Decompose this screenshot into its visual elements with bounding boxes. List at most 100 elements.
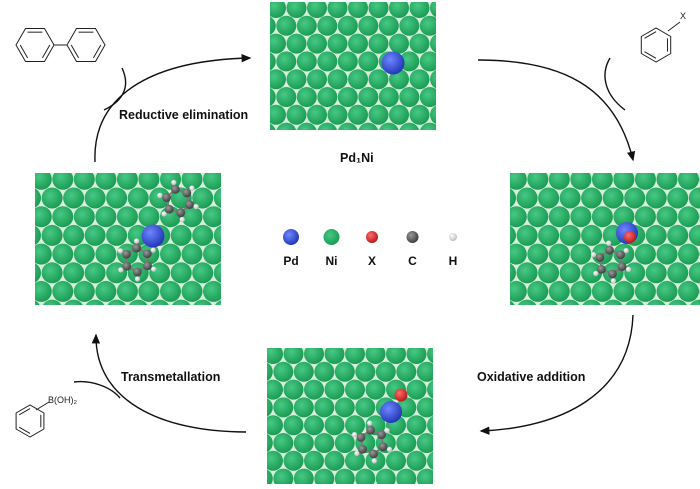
h-atom bbox=[133, 238, 140, 244]
c-atom bbox=[143, 261, 152, 271]
ni-atom bbox=[276, 87, 297, 107]
ni-atom bbox=[304, 379, 324, 400]
ni-atom bbox=[327, 2, 348, 18]
ni-atom bbox=[559, 262, 581, 284]
ni-atom bbox=[276, 122, 296, 130]
double-bond bbox=[644, 51, 657, 59]
ni-atom bbox=[539, 299, 558, 305]
ni-atom bbox=[324, 379, 345, 400]
ni-atom bbox=[345, 450, 365, 471]
ni-atom bbox=[591, 173, 613, 190]
ni-atom bbox=[365, 348, 386, 364]
ni-atom bbox=[95, 173, 117, 190]
oxidative-addition-surface-panel bbox=[484, 173, 700, 305]
c-atom bbox=[170, 184, 180, 194]
ni-atom bbox=[527, 173, 549, 190]
c-atom bbox=[378, 442, 388, 452]
ni-atom bbox=[348, 69, 368, 90]
h-atom bbox=[150, 247, 156, 253]
ni-atom bbox=[181, 206, 203, 228]
ni-atom bbox=[613, 173, 635, 190]
ni-atom bbox=[348, 104, 368, 125]
ni-atom bbox=[355, 361, 376, 382]
ni-atom bbox=[538, 224, 560, 246]
ni-atom bbox=[293, 468, 314, 484]
ni-atom bbox=[419, 51, 436, 72]
ni-atom bbox=[160, 243, 181, 265]
ni-atom bbox=[389, 2, 409, 18]
ni-atom bbox=[548, 280, 570, 302]
ni-atom bbox=[296, 51, 317, 72]
ni-atom bbox=[419, 15, 436, 36]
ni-atom bbox=[582, 299, 601, 305]
ni-atom bbox=[365, 379, 386, 400]
ni-atom bbox=[203, 206, 221, 228]
transmetallation-surface-panel bbox=[267, 348, 433, 484]
ni-atom bbox=[516, 224, 538, 246]
ni-atom bbox=[314, 397, 335, 418]
ni-atom bbox=[378, 87, 399, 107]
ni-atom bbox=[345, 379, 365, 400]
ni-atom bbox=[375, 468, 396, 484]
ni-atom bbox=[276, 51, 297, 72]
ni-atom bbox=[548, 173, 570, 190]
double-bond bbox=[19, 44, 29, 59]
ni-atom bbox=[85, 299, 105, 305]
h-atom bbox=[606, 240, 612, 246]
ni-atom bbox=[427, 416, 433, 435]
ni-atom bbox=[678, 206, 699, 228]
c-atom bbox=[162, 193, 171, 202]
ni-atom bbox=[63, 187, 85, 209]
ni-atom bbox=[484, 244, 505, 265]
ni-atom bbox=[283, 415, 304, 436]
c-atom bbox=[142, 249, 152, 259]
ni-atom bbox=[314, 468, 335, 484]
ni-atom bbox=[409, 33, 430, 54]
legend-swatch-c bbox=[406, 231, 419, 243]
ni-atom bbox=[73, 243, 95, 265]
pd-single-atom bbox=[381, 51, 405, 75]
ni-atom bbox=[548, 243, 570, 265]
ni-atom bbox=[337, 87, 358, 107]
ni-atom bbox=[304, 348, 324, 364]
h-atom bbox=[151, 266, 157, 272]
ni-atom bbox=[73, 206, 95, 228]
h-atom bbox=[118, 267, 124, 273]
transmetallation-label: Transmetallation bbox=[121, 370, 220, 384]
ni-atom bbox=[324, 348, 345, 364]
ni-atom bbox=[41, 224, 63, 246]
ni-atom bbox=[41, 262, 63, 284]
c-atom bbox=[132, 267, 142, 277]
aryl-halide-ring bbox=[640, 27, 672, 63]
ni-atom bbox=[286, 2, 307, 18]
ni-atom bbox=[517, 299, 537, 305]
ni-atom bbox=[570, 243, 592, 265]
aryl-halide-substituent: X bbox=[680, 11, 686, 21]
ni-atom bbox=[645, 262, 667, 284]
ni-atom bbox=[409, 104, 430, 125]
c-atom bbox=[358, 444, 367, 454]
ni-atom bbox=[484, 206, 505, 227]
ni-atom bbox=[267, 379, 283, 400]
ni-atom bbox=[270, 104, 286, 125]
ni-atom bbox=[317, 122, 337, 130]
ni-atom bbox=[560, 299, 580, 305]
ni-atom bbox=[399, 122, 419, 130]
ni-atom bbox=[107, 299, 126, 305]
ni-atom bbox=[510, 173, 527, 190]
ni-atom bbox=[409, 69, 430, 90]
ni-atom bbox=[246, 69, 266, 89]
benzene-ring-outline bbox=[640, 27, 672, 63]
ni-atom bbox=[645, 187, 667, 209]
ni-atom bbox=[538, 187, 560, 209]
pd1ni-catalyst-label: Pd₁Ni bbox=[340, 151, 374, 165]
ni-atom bbox=[270, 33, 286, 54]
h-atom bbox=[189, 185, 195, 191]
ni-atom bbox=[334, 361, 355, 382]
ni-atom bbox=[420, 122, 436, 130]
ni-atom bbox=[95, 280, 117, 302]
ni-atom bbox=[106, 187, 128, 209]
ni-atom bbox=[337, 15, 358, 36]
arrow-right-to-bottom bbox=[479, 314, 634, 435]
